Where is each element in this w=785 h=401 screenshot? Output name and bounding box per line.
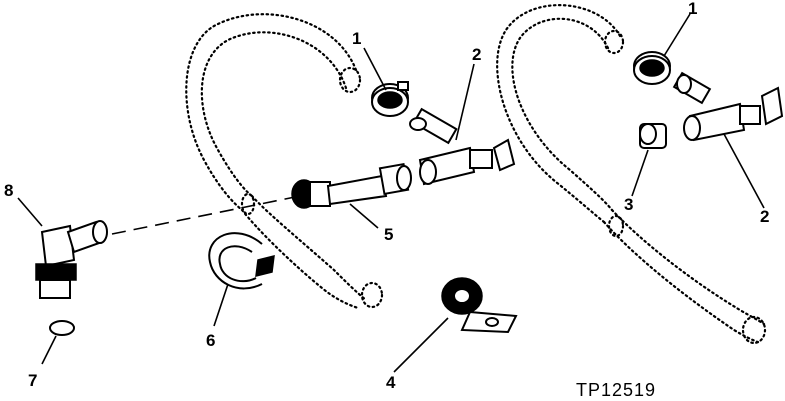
leader-6: [213, 283, 229, 327]
o-ring-7: [49, 320, 75, 336]
callout-6: 6: [206, 331, 215, 350]
leader-4: [393, 317, 449, 373]
cap-fitting-3: [639, 123, 667, 149]
leader-2-left: [455, 63, 475, 141]
callout-4: 4: [386, 373, 396, 392]
callout-3: 3: [624, 195, 633, 214]
hose-right: [496, 4, 767, 345]
cushion-clamp-4: [441, 277, 518, 334]
hose-clamp-1-right: [633, 51, 671, 85]
elbow-fitting-8: [35, 220, 108, 299]
spring-clip-6: [208, 232, 275, 290]
callout-2-right: 2: [760, 207, 769, 226]
hose-left: [185, 13, 384, 310]
tee-fitting-2-right: [672, 71, 784, 142]
leader-3: [631, 149, 649, 197]
leader-5: [349, 203, 379, 229]
callout-8: 8: [4, 181, 13, 200]
callout-1-right: 1: [688, 0, 697, 18]
reference-code: TP12519: [576, 380, 656, 400]
callout-1-left: 1: [352, 29, 361, 48]
callout-5: 5: [384, 225, 393, 244]
hose-clamp-1-left: [371, 81, 409, 117]
tee-fitting-2-left: [409, 107, 516, 186]
leader-1-left: [363, 47, 387, 91]
leader-2-right: [723, 133, 765, 209]
callout-7: 7: [28, 371, 37, 390]
leader-7: [41, 335, 57, 365]
callout-2-left: 2: [472, 45, 481, 64]
tube-5: [291, 162, 412, 209]
leader-1-right: [663, 13, 691, 57]
leader-8: [17, 197, 43, 227]
